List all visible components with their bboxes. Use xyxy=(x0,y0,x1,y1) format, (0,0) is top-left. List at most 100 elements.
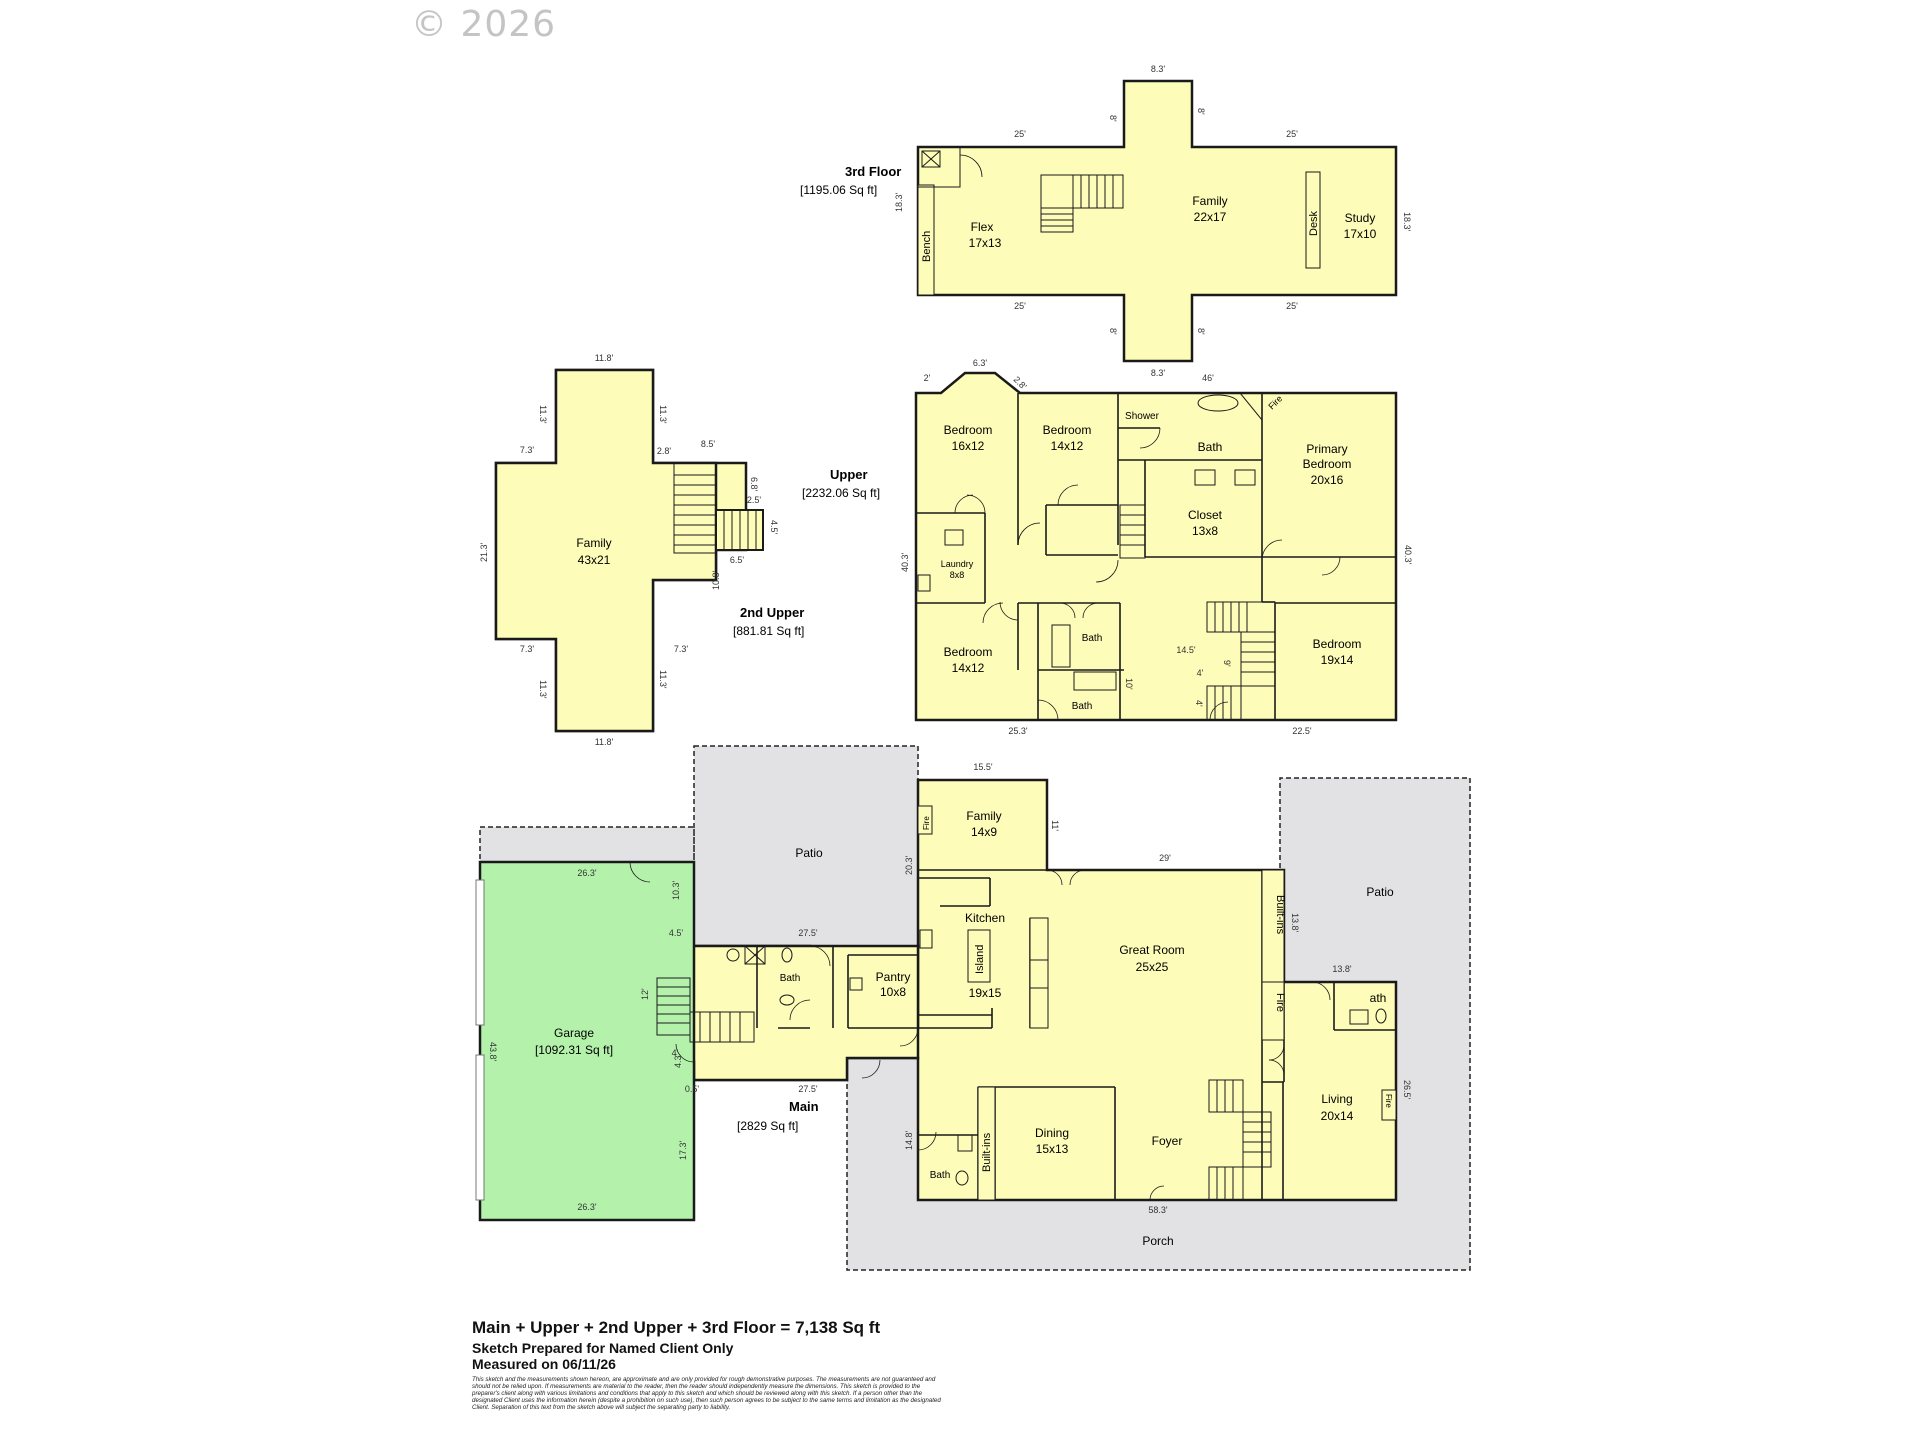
room-size-pantry: 10x8 xyxy=(880,985,906,999)
svg-text:13.8': 13.8' xyxy=(1332,964,1352,974)
svg-text:8': 8' xyxy=(1108,328,1118,335)
room-size-family2u: 43x21 xyxy=(578,553,611,567)
room-name-flex: Flex xyxy=(971,220,994,234)
svg-text:4': 4' xyxy=(1197,668,1204,678)
washer-icon xyxy=(944,529,964,546)
svg-text:10.8': 10.8' xyxy=(711,570,721,590)
room-size-study: 17x10 xyxy=(1344,227,1377,241)
second-upper-area: [881.81 Sq ft] xyxy=(733,624,804,638)
svg-text:27.5': 27.5' xyxy=(798,1084,818,1094)
sink-icon xyxy=(1349,1009,1369,1025)
bathtub-icon xyxy=(1197,394,1239,412)
prepared-for: Sketch Prepared for Named Client Only xyxy=(472,1340,734,1356)
room-size-kitchen: 19x15 xyxy=(969,986,1002,1000)
fridge-icon xyxy=(919,929,933,949)
desk-label: Desk xyxy=(1308,210,1320,236)
svg-text:4': 4' xyxy=(672,1048,679,1058)
builtins-dining-label: Built-ins xyxy=(981,1132,993,1172)
svg-text:6.3': 6.3' xyxy=(973,358,988,368)
svg-text:6.8': 6.8' xyxy=(749,477,759,492)
main-doors xyxy=(629,861,1331,1201)
room-name-family3: Family xyxy=(1192,194,1227,208)
svg-text:17.3': 17.3' xyxy=(678,1140,688,1160)
svg-text:15.5': 15.5' xyxy=(973,762,993,772)
bath-foyer-label: Bath xyxy=(930,1170,951,1181)
svg-text:10.3': 10.3' xyxy=(671,880,681,900)
svg-text:2.5': 2.5' xyxy=(747,495,762,505)
room-name-primary-2: Bedroom xyxy=(1303,457,1352,471)
sink-icon xyxy=(1194,469,1216,486)
room-name-bed3: Bedroom xyxy=(944,645,993,659)
svg-text:26.3': 26.3' xyxy=(577,1202,597,1212)
bench-label: Bench xyxy=(921,231,933,262)
room-name-bed2: Bedroom xyxy=(1043,423,1092,437)
garage-label: Garage xyxy=(554,1026,594,1040)
room-name-living: Living xyxy=(1321,1092,1352,1106)
room-name-bed4: Bedroom xyxy=(1313,637,1362,651)
fireplace-upper xyxy=(1238,392,1263,422)
upper-outline xyxy=(914,371,1398,722)
svg-text:20.3': 20.3' xyxy=(904,855,914,875)
sink-icon xyxy=(957,1134,973,1152)
svg-text:18.3': 18.3' xyxy=(894,192,904,212)
fireplace-family xyxy=(917,805,933,835)
island-label: Island xyxy=(974,945,986,974)
svg-text:11.8': 11.8' xyxy=(595,737,614,747)
svg-text:21.3': 21.3' xyxy=(479,542,489,562)
bath-living-label: ath xyxy=(1370,991,1387,1005)
svg-text:8.3': 8.3' xyxy=(1151,64,1166,74)
svg-text:22.5': 22.5' xyxy=(1292,726,1312,736)
svg-text:11': 11' xyxy=(1050,820,1060,831)
svg-text:11.3': 11.3' xyxy=(658,405,668,424)
svg-text:8': 8' xyxy=(1196,108,1206,115)
room-size-primary: 20x16 xyxy=(1311,473,1344,487)
second-upper-label: 2nd Upper xyxy=(740,605,804,620)
garage-door xyxy=(475,1054,485,1201)
main-floor: Main [2829 Sq ft] Garage [1092.31 Sq ft]… xyxy=(475,745,1471,1271)
third-floor-stairs xyxy=(1040,174,1124,233)
sink-icon xyxy=(849,977,863,991)
room-name-closet: Closet xyxy=(1188,508,1223,522)
svg-text:8.3': 8.3' xyxy=(1151,368,1166,378)
room-size-bed4: 19x14 xyxy=(1321,653,1354,667)
door-swing xyxy=(959,154,983,178)
sink-icon xyxy=(1234,469,1256,486)
svg-text:7.3': 7.3' xyxy=(520,445,535,455)
third-floor-label: 3rd Floor xyxy=(845,164,901,179)
svg-text:10': 10' xyxy=(1124,678,1134,690)
shower-label: Shower xyxy=(1125,411,1160,422)
room-size-bed1: 16x12 xyxy=(952,439,985,453)
bench xyxy=(917,184,935,296)
room-size-flex: 17x13 xyxy=(969,236,1002,250)
main-stairs xyxy=(656,977,1272,1201)
skylight xyxy=(921,150,941,168)
garage-area: [1092.31 Sq ft] xyxy=(535,1043,613,1057)
toilet-icon xyxy=(955,1170,969,1186)
tub-icon xyxy=(1051,624,1071,668)
room-name-study: Study xyxy=(1345,211,1376,225)
svg-text:26.3': 26.3' xyxy=(577,868,597,878)
garage xyxy=(478,860,696,1222)
svg-text:4.3': 4.3' xyxy=(673,1053,683,1068)
room-size-closet: 13x8 xyxy=(1192,524,1218,538)
bath-upper-label: Bath xyxy=(1198,440,1223,454)
svg-text:2.8': 2.8' xyxy=(657,446,672,456)
bath-u2-label: Bath xyxy=(1082,633,1103,644)
main-area: [2829 Sq ft] xyxy=(737,1119,798,1133)
room-name-dining: Dining xyxy=(1035,1126,1069,1140)
sketch-footer: Main + Upper + 2nd Upper + 3rd Floor = 7… xyxy=(472,1318,942,1411)
svg-text:25': 25' xyxy=(1014,301,1026,311)
toilet-icon xyxy=(781,947,793,963)
fireplace-living xyxy=(1381,1089,1397,1121)
svg-text:11.3': 11.3' xyxy=(658,670,668,689)
room-name-kitchen: Kitchen xyxy=(965,911,1005,925)
upper-stairs xyxy=(1119,504,1276,721)
svg-text:43.8': 43.8' xyxy=(488,1042,498,1062)
svg-text:14.8': 14.8' xyxy=(904,1130,914,1150)
svg-text:12': 12' xyxy=(640,988,650,1000)
upper-doors xyxy=(954,427,1341,721)
room-size-living: 20x14 xyxy=(1321,1109,1354,1123)
disclaimer: This sketch and the measurements shown h… xyxy=(472,1376,941,1411)
svg-text:25': 25' xyxy=(1014,129,1026,139)
foyer-label: Foyer xyxy=(1152,1134,1183,1148)
